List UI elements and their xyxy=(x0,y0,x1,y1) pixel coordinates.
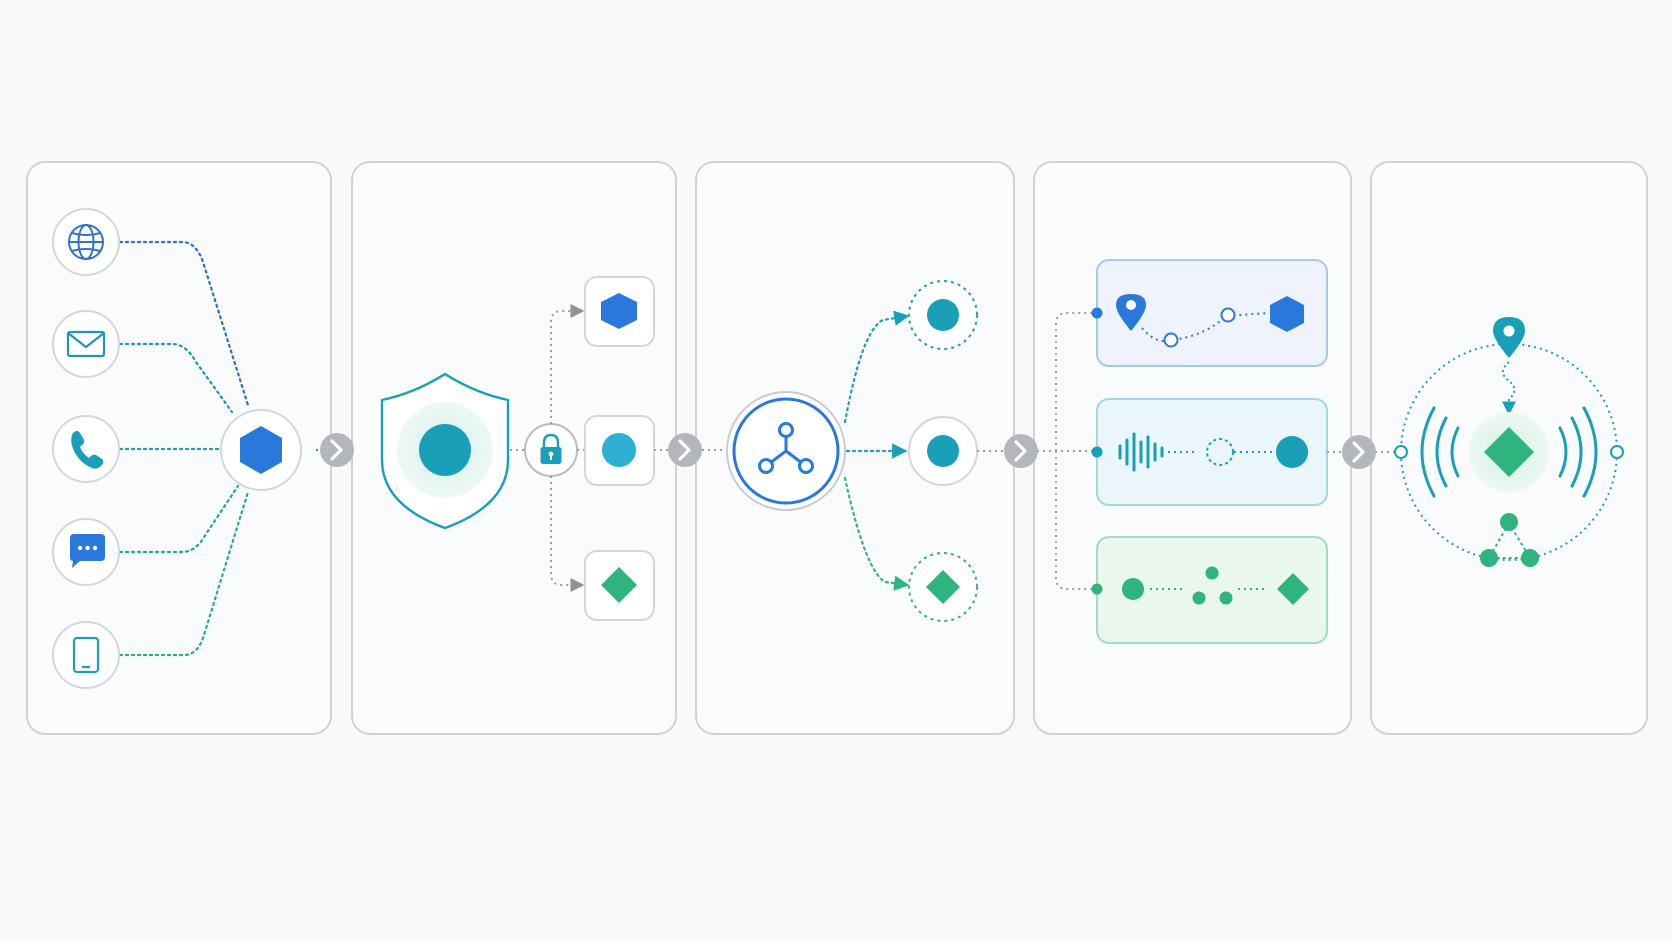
hexagon-icon xyxy=(240,426,282,474)
connector-3 xyxy=(977,434,1096,468)
stage-output-broadcast xyxy=(1394,317,1624,567)
connector-1 xyxy=(316,433,354,467)
input-hub xyxy=(220,409,302,491)
shield-core xyxy=(419,424,471,476)
lane-cluster xyxy=(1091,536,1328,644)
tablet-icon xyxy=(72,636,100,674)
chat-bubble-icon xyxy=(70,534,105,568)
routing-output-mid xyxy=(908,416,978,486)
routing-output-top xyxy=(908,280,978,350)
envelope-icon xyxy=(66,330,106,358)
circle-icon xyxy=(1276,436,1308,468)
circle-icon xyxy=(927,299,959,331)
stage-security-filter xyxy=(380,276,655,621)
connector-3-badge xyxy=(1004,434,1038,468)
lane-location xyxy=(1091,259,1328,367)
link-mail-hub xyxy=(118,342,234,414)
diamond-icon xyxy=(1277,573,1309,605)
location-pin-icon xyxy=(1116,294,1146,331)
lock-node xyxy=(524,423,578,477)
routing-output-bottom xyxy=(908,552,978,622)
circle-icon xyxy=(602,433,636,467)
link-split-top xyxy=(1055,312,1096,451)
diamond-icon xyxy=(601,567,637,603)
diamond-icon xyxy=(926,570,960,604)
phone-icon xyxy=(71,431,104,469)
chevron-right-icon xyxy=(678,439,691,461)
source-globe xyxy=(52,208,120,276)
pin-to-core-link xyxy=(1502,361,1516,416)
connector-2 xyxy=(654,433,727,467)
hexagon-icon xyxy=(1270,296,1304,332)
chevron-right-icon xyxy=(330,439,343,461)
shield xyxy=(380,372,510,530)
location-pin-icon xyxy=(1493,317,1525,358)
connector-2-badge xyxy=(668,433,702,467)
cluster-dots-icon xyxy=(1192,566,1233,605)
lock-icon xyxy=(540,433,562,464)
source-mail xyxy=(52,310,120,378)
triangle-nodes-icon xyxy=(1480,513,1539,567)
lane-audio xyxy=(1091,398,1328,506)
link-tablet-hub xyxy=(118,490,250,657)
link-chat-hub xyxy=(118,484,240,554)
chevron-right-icon xyxy=(1352,441,1365,463)
source-phone xyxy=(52,415,120,483)
lane-location-path xyxy=(1141,312,1269,343)
link-hub-bottom xyxy=(843,476,910,591)
link-split-bottom xyxy=(1055,451,1096,590)
security-output-top xyxy=(584,276,655,347)
link-lock-top xyxy=(550,304,585,424)
diamond-icon xyxy=(1484,427,1534,477)
security-output-bottom xyxy=(584,550,655,621)
link-lock-bottom xyxy=(550,476,585,592)
source-tablet xyxy=(52,621,120,689)
signal-waves-icon xyxy=(1420,406,1598,498)
link-hub-top xyxy=(843,310,910,424)
routing-hub-node xyxy=(726,391,846,511)
circle-icon xyxy=(927,435,959,467)
audio-wave-icon xyxy=(1118,432,1164,472)
security-output-mid xyxy=(584,415,655,486)
link-globe-hub xyxy=(118,240,250,407)
connector-1-badge xyxy=(320,433,354,467)
hexagon-icon xyxy=(601,293,637,329)
source-chat xyxy=(52,518,120,586)
lane-audio-waypoint xyxy=(1206,438,1234,466)
connector-4 xyxy=(1327,435,1400,469)
chevron-right-icon xyxy=(1014,440,1027,462)
stage-processing-lanes xyxy=(1055,259,1328,644)
stage-input-sources xyxy=(52,208,302,689)
globe-icon xyxy=(68,224,104,260)
stage-routing-hub xyxy=(726,280,978,622)
network-nodes-icon xyxy=(758,422,814,474)
connector-4-badge xyxy=(1342,435,1376,469)
